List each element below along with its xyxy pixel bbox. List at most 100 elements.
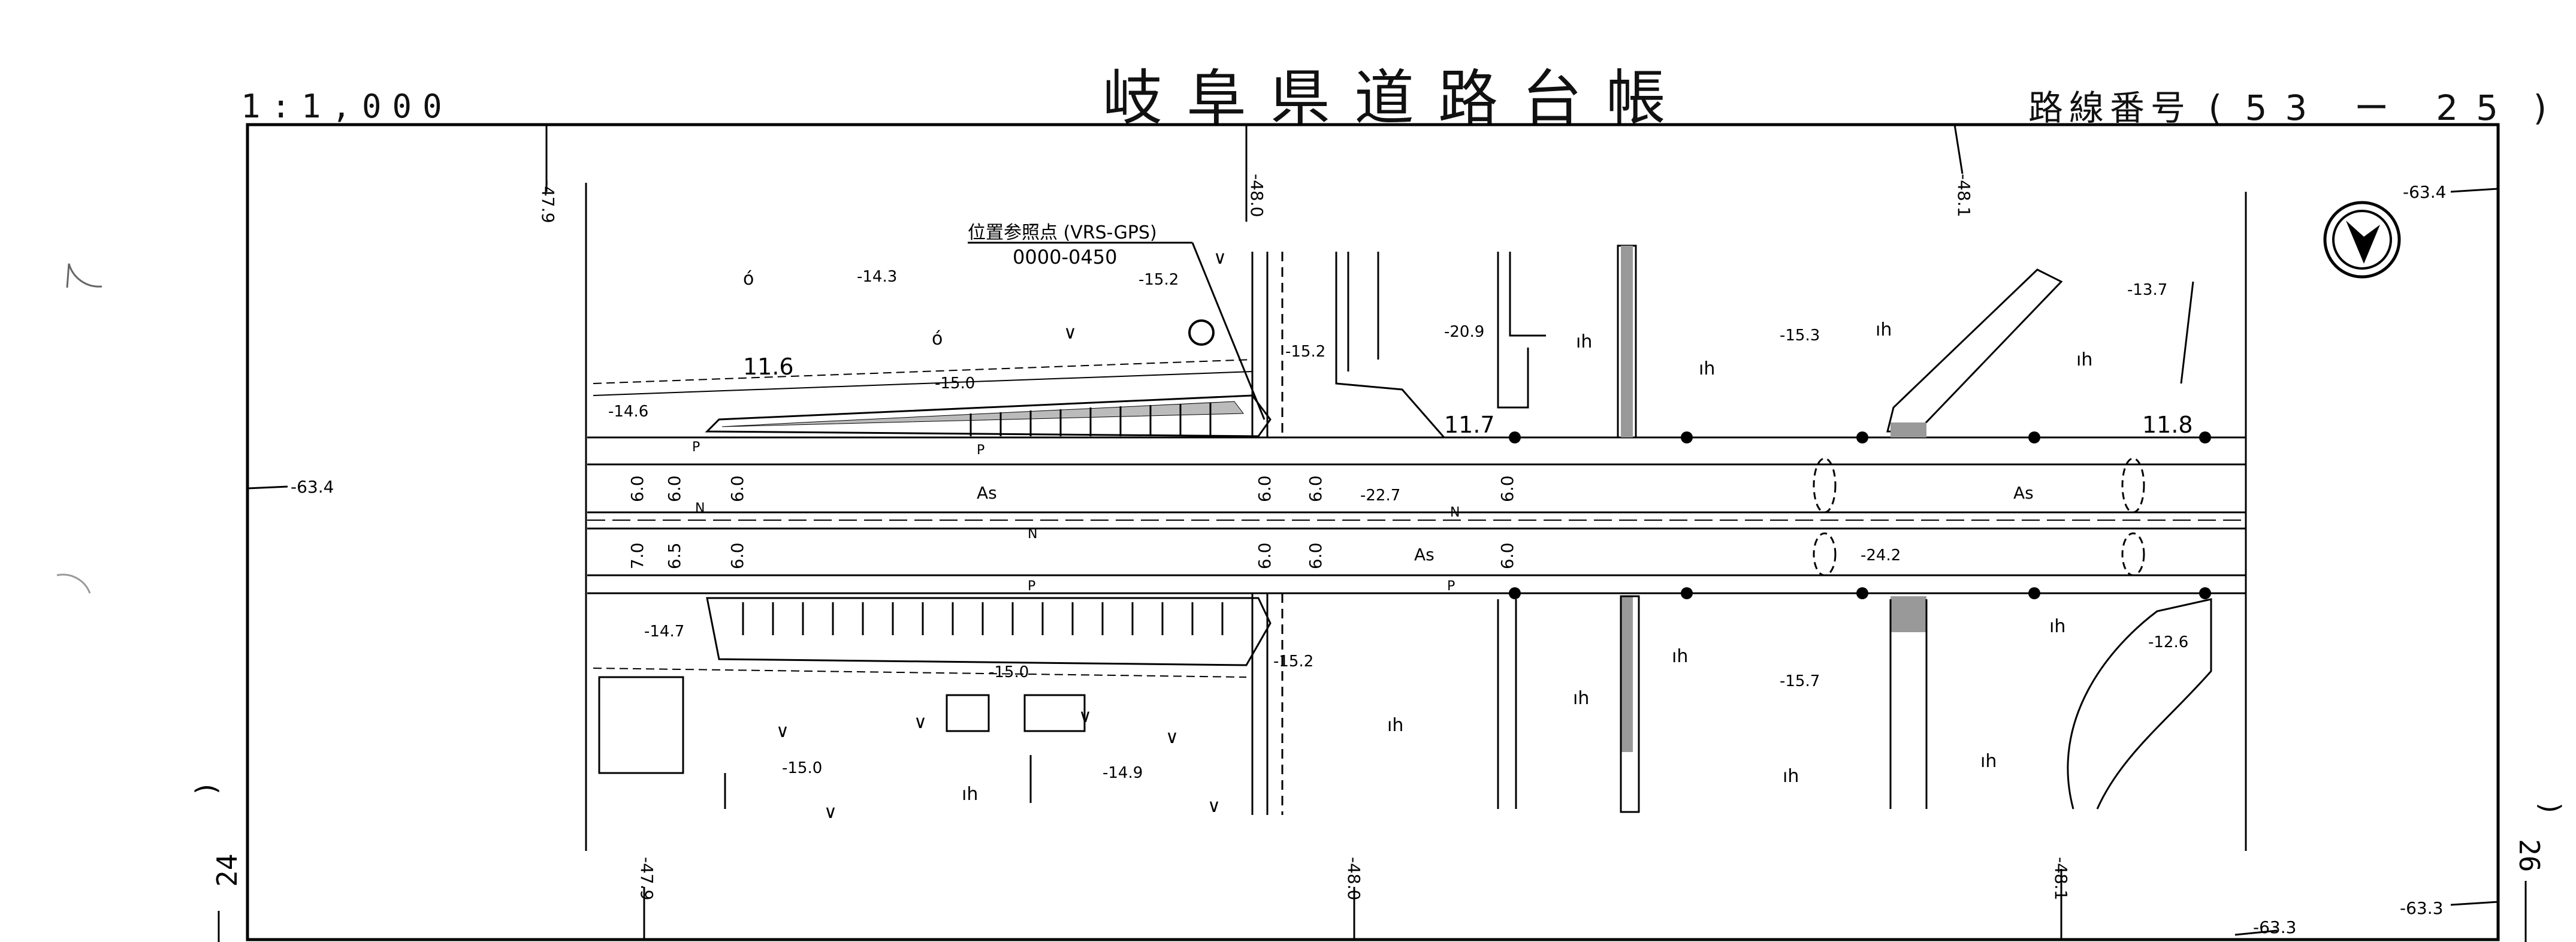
spot-height: -12.6 <box>2148 633 2188 651</box>
road-width-label: 11.7 <box>1444 412 1495 438</box>
spot-height: -20.9 <box>1444 323 1484 341</box>
crosswalk <box>1891 422 1926 437</box>
next-sheet-paren: ) <box>2534 800 2566 817</box>
surface-label: As <box>2013 483 2034 503</box>
bottom-coord-3: -48.1 <box>2051 857 2071 900</box>
lane-width-label: 6.0 <box>1497 475 1517 502</box>
parcels <box>598 281 2212 813</box>
spot-height: -15.0 <box>935 375 975 393</box>
binding-hole <box>56 573 91 594</box>
svg-text:ıh: ıh <box>962 784 978 805</box>
route-number: 路線番号 ( 53 ー 25 ) <box>2028 80 2553 130</box>
lane-width-label: 6.0 <box>727 542 747 569</box>
p-marker: P <box>1447 579 1455 594</box>
surface-label: As <box>1414 545 1435 564</box>
north-marker: N <box>695 501 705 516</box>
parking-stalls <box>742 602 1224 635</box>
spot-height: -15.2 <box>1138 271 1179 289</box>
top-coord-2: -48.0 <box>1247 174 1267 217</box>
lane-width-label: 6.0 <box>1306 475 1325 502</box>
crossing-markers <box>1813 457 2145 576</box>
route-close-paren: ) <box>2533 87 2553 128</box>
lane-width-label: 6.0 <box>1255 542 1275 569</box>
coord-leader <box>1953 124 1964 174</box>
property-line <box>593 371 1253 396</box>
road-width-label: 11.6 <box>743 354 794 380</box>
planting-strip <box>705 394 1272 437</box>
route-open-paren: ( <box>2208 87 2228 128</box>
coord-leader <box>2234 929 2278 936</box>
coord-leader <box>2450 901 2499 906</box>
spot-heights: -14.3 -15.2 -15.2 -20.9 -15.3 -13.7 -14.… <box>608 268 2188 782</box>
right-top-coord: -63.4 <box>2403 182 2446 202</box>
crosswalk <box>1621 246 1633 437</box>
spot-height: -15.0 <box>782 759 822 777</box>
binding-hole <box>66 263 102 288</box>
property-line <box>593 668 1247 678</box>
svg-text:∨: ∨ <box>1064 322 1077 343</box>
svg-text:∨: ∨ <box>824 802 837 823</box>
north-arrow-icon <box>2323 201 2401 279</box>
spot-height: -14.9 <box>1103 764 1143 782</box>
prev-sheet-paren: ) <box>190 780 222 797</box>
prev-sheet-number: 24 <box>211 854 243 887</box>
lane-width-label: 6.5 <box>665 542 684 569</box>
p-marker: P <box>692 440 700 455</box>
svg-text:ıh: ıh <box>1783 766 1799 787</box>
surface-label: As <box>977 483 997 503</box>
svg-text:ıh: ıh <box>1980 751 1997 772</box>
page-title: 岐阜県道路台帳 <box>1103 63 1690 133</box>
svg-text:ıh: ıh <box>1672 646 1688 667</box>
route-label: 路線番号 <box>2028 87 2192 128</box>
parcels <box>1335 244 2063 439</box>
road-width-label: 11.8 <box>2142 412 2193 438</box>
spot-height: -13.7 <box>2127 281 2167 299</box>
spot-height: -24.2 <box>1861 547 1901 564</box>
map-scale: 1:1,000 <box>241 87 453 125</box>
lane-width-label: 6.0 <box>1306 542 1325 569</box>
coord-leader <box>247 485 288 490</box>
property-line <box>593 359 1253 384</box>
crosswalk <box>1891 596 1926 632</box>
svg-text:∨: ∨ <box>776 721 789 742</box>
north-marker: N <box>1028 527 1037 542</box>
svg-text:ıh: ıh <box>1573 688 1589 709</box>
svg-text:ó: ó <box>743 268 754 289</box>
svg-text:∨: ∨ <box>1207 796 1221 817</box>
svg-text:ıh: ıh <box>1576 331 1592 352</box>
svg-text:ıh: ıh <box>2049 616 2065 637</box>
parking-stalls <box>970 403 1212 436</box>
svg-text:∨: ∨ <box>1079 706 1092 727</box>
right-bottom-coord: -63.3 <box>2400 898 2443 918</box>
spot-height: -15.2 <box>1285 343 1325 361</box>
left-coord: -63.4 <box>291 477 334 497</box>
route-number-value: 53 ー 25 <box>2245 87 2517 128</box>
svg-text:ıh: ıh <box>1387 715 1403 736</box>
map-frame <box>246 123 2500 941</box>
svg-text:ó: ó <box>932 328 943 349</box>
spot-height: -15.3 <box>1780 327 1820 345</box>
callout-line <box>1191 242 1266 420</box>
p-marker: P <box>977 443 985 458</box>
svg-text:∨: ∨ <box>914 712 927 733</box>
svg-text:ıh: ıh <box>1699 358 1715 379</box>
svg-text:ıh: ıh <box>2076 349 2092 370</box>
lane-width-label: 7.0 <box>627 542 647 569</box>
top-coord-1: -47.9 <box>538 180 558 223</box>
spot-height: -14.3 <box>857 268 897 286</box>
svg-text:∨: ∨ <box>1213 247 1227 268</box>
coord-leader <box>2450 188 2499 193</box>
spot-height: -14.7 <box>644 623 684 641</box>
cross-street <box>1251 252 1284 815</box>
bottom-coord-1: -47.9 <box>637 857 657 900</box>
spot-height: -14.6 <box>608 403 648 421</box>
bottom-coord-2: -48.0 <box>1344 857 1364 900</box>
spot-height: -15.2 <box>1273 653 1313 671</box>
reference-point-label: 位置参照点 (VRS-GPS) <box>968 222 1157 243</box>
svg-text:ıh: ıh <box>1876 319 1892 340</box>
lane-width-label: 6.0 <box>665 475 684 502</box>
crosswalk <box>1621 596 1633 752</box>
lane-width-label: 6.0 <box>727 475 747 502</box>
